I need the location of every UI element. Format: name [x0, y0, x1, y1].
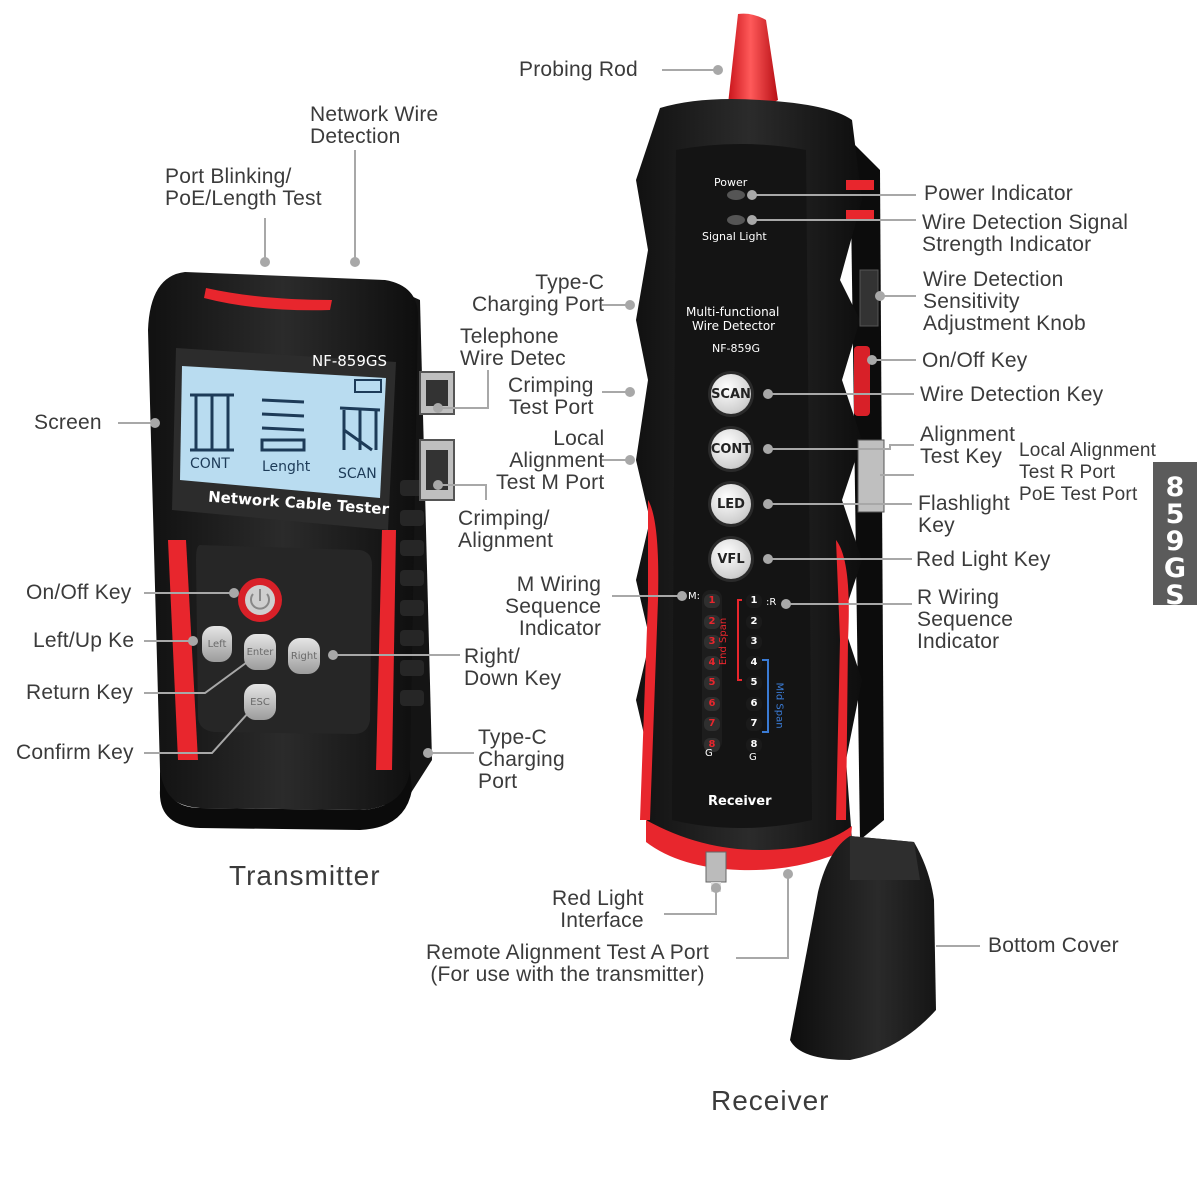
receiver-title-line2: Wire Detector [692, 319, 776, 333]
m-ground-label: G [705, 748, 713, 759]
label-m-wiring: M Wiring Sequence Indicator [505, 573, 602, 640]
label-power-indicator: Power Indicator [924, 182, 1073, 205]
screen-cont-label: CONT [190, 456, 230, 472]
label-typec-port-bottom: Type-C Charging Port [478, 726, 565, 793]
label-port-blinking: Port Blinking/ PoE/Length Test [165, 165, 322, 210]
scan-key[interactable]: SCAN [711, 374, 751, 414]
receiver-brand: Receiver [708, 794, 772, 809]
r-ground-label: G [749, 752, 757, 763]
wiring-led: 7 [704, 717, 720, 731]
wiring-led: 5 [704, 676, 720, 690]
cont-key[interactable]: CONT [711, 429, 751, 469]
label-wire-detection-key: Wire Detection Key [920, 383, 1104, 406]
badge-char: 5 [1165, 499, 1185, 530]
probing-rod [728, 13, 778, 108]
label-leftup-key: Left/Up Ke [33, 629, 135, 652]
transmitter-screen [180, 366, 386, 498]
label-red-light-key: Red Light Key [916, 548, 1051, 571]
label-local-alignment-m: Local Alignment Test M Port [496, 427, 605, 494]
leader-lines [118, 69, 980, 959]
label-crimping-alignment: Crimping/ Alignment [458, 507, 554, 552]
wiring-led: 4 [704, 655, 720, 670]
label-bottom-cover: Bottom Cover [988, 934, 1119, 957]
label-wire-signal: Wire Detection Signal Strength Indicator [922, 211, 1129, 256]
enter-key[interactable]: Enter [244, 634, 276, 670]
wiring-led: 4 [746, 655, 762, 670]
wiring-led: 3 [746, 635, 762, 649]
bottom-cover [790, 836, 936, 1060]
wiring-led: 5 [746, 676, 762, 690]
label-network-wire-detection: Network Wire Detection [310, 103, 439, 148]
caption-transmitter: Transmitter [229, 860, 381, 891]
label-alignment-test-key: Alignment Test Key [920, 423, 1016, 468]
left-key[interactable]: Left [202, 626, 232, 662]
wiring-led: 2 [704, 614, 720, 629]
label-onoff-key-left: On/Off Key [26, 581, 132, 604]
end-span-label: End Span [718, 617, 730, 666]
esc-key[interactable]: ESC [244, 684, 276, 720]
label-screen: Screen [34, 411, 102, 434]
badge-char: 9 [1165, 526, 1185, 557]
label-remote-alignment: Remote Alignment Test A Port (For use wi… [426, 941, 710, 986]
badge-char: 8 [1165, 472, 1185, 503]
wiring-led: 8 [746, 737, 762, 752]
label-r-wiring: R Wiring Sequence Indicator [917, 586, 1014, 653]
mid-span-label: Mid Span [773, 682, 785, 729]
label-onoff-key-right: On/Off Key [922, 349, 1028, 372]
receiver-title-line1: Multi-functional [686, 305, 780, 319]
screen-scan-label: SCAN [338, 466, 377, 482]
label-telephone-wire: Telephone Wire Detec [460, 325, 566, 370]
label-right-down-key: Right/ Down Key [464, 645, 562, 690]
wiring-led: 1 [704, 594, 720, 608]
receiver-device [636, 13, 885, 892]
badge-char: G [1163, 553, 1187, 584]
transmitter-model: NF-859GS [312, 352, 388, 370]
wiring-led: 8 [704, 737, 720, 752]
wiring-led: 1 [746, 594, 762, 608]
led-key[interactable]: LED [711, 484, 751, 524]
wiring-led: 3 [704, 635, 720, 649]
label-confirm-key: Confirm Key [16, 741, 134, 764]
label-crimping-test-port: Crimping Test Port [508, 374, 594, 419]
label-probing-rod: Probing Rod [519, 58, 638, 81]
receiver-model: NF-859G [712, 342, 761, 355]
label-sensitivity-knob: Wire Detection Sensitivity Adjustment Kn… [923, 268, 1086, 335]
wiring-led: 6 [704, 696, 720, 711]
transmitter-device [148, 272, 455, 830]
wiring-led: 6 [746, 696, 762, 711]
right-key[interactable]: Right [288, 638, 320, 674]
label-red-light-interface: Red Light Interface [552, 887, 644, 932]
leader-dots [150, 65, 885, 893]
caption-receiver: Receiver [711, 1085, 830, 1116]
m-marker: M: [688, 591, 700, 602]
vfl-key[interactable]: VFL [711, 539, 751, 579]
label-return-key: Return Key [26, 681, 134, 704]
badge-char: S [1165, 580, 1185, 611]
signal-light-label: Signal Light [702, 230, 767, 243]
power-led-label: Power [714, 176, 748, 189]
screen-length-label: Lenght [262, 459, 311, 475]
power-key[interactable] [246, 586, 274, 614]
label-typec-port-top: Type-C Charging Port [472, 271, 605, 316]
wiring-led: 2 [746, 614, 762, 629]
r-marker: :R [766, 597, 777, 608]
wiring-led: 7 [746, 717, 762, 731]
label-local-alignment-r: Local Alignment Test R Port PoE Test Por… [1019, 440, 1157, 505]
label-flashlight-key: Flashlight Key [918, 492, 1010, 537]
